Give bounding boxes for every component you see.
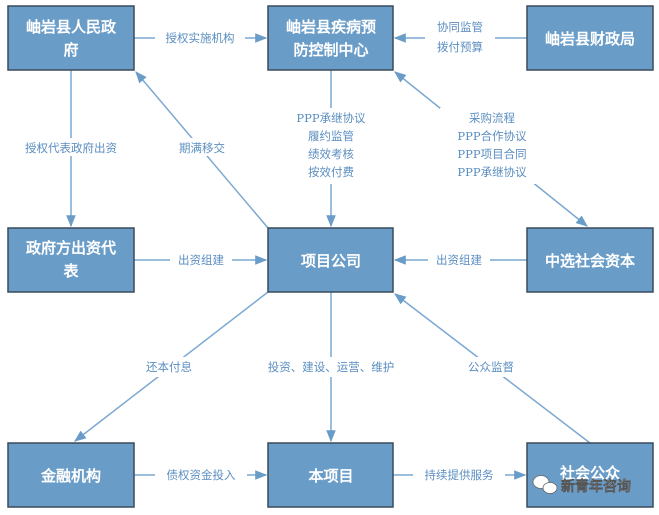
node-social-capital: 中选社会资本 xyxy=(526,227,654,293)
node-company: 项目公司 xyxy=(267,227,394,293)
node-bank: 金融机构 xyxy=(7,442,135,508)
node-social-capital-line1: 中选社会资本 xyxy=(545,252,635,270)
node-gov-line1: 岫岩县人民政 xyxy=(26,18,117,36)
node-cdc-line1: 岫岩县疾病预 xyxy=(286,18,376,36)
node-project-line1: 本项目 xyxy=(308,467,353,485)
node-bank-line1: 金融机构 xyxy=(40,467,101,485)
node-company-line1: 项目公司 xyxy=(301,252,361,270)
node-gov-line2: 府 xyxy=(63,41,78,59)
node-finance-line1: 岫岩县财政局 xyxy=(545,30,635,48)
label-company-bank: 还本付息 xyxy=(146,360,192,374)
node-gov-rep-line1: 政府方出资代 xyxy=(26,239,116,257)
label-cdc-social-4: PPP承继协议 xyxy=(457,165,527,179)
node-gov: 岫岩县人民政 府 xyxy=(7,5,135,71)
label-cdc-company-3: 绩效考核 xyxy=(308,147,354,161)
label-gov-cdc: 授权实施机构 xyxy=(166,31,235,45)
node-cdc: 岫岩县疾病预 防控制中心 xyxy=(267,5,394,71)
node-gov-rep-line2: 表 xyxy=(63,262,79,280)
label-company-project: 投资、建设、运营、维护 xyxy=(268,360,395,374)
edge-labels: 授权实施机构 协同监管 拨付预算 授权代表政府出资 期满移交 PPP承继协议 履… xyxy=(8,18,544,483)
label-finance-cdc-2: 拨付预算 xyxy=(437,40,483,54)
label-project-public: 持续提供服务 xyxy=(425,468,494,482)
wechat-icon xyxy=(532,475,558,494)
label-social-company: 出资组建 xyxy=(436,253,482,267)
watermark: 新青年咨询 xyxy=(532,475,631,495)
label-bank-project: 债权资金投入 xyxy=(167,468,236,482)
label-cdc-company-1: PPP承继协议 xyxy=(296,111,366,125)
label-company-gov: 期满移交 xyxy=(179,141,225,155)
node-public: 社会公众 xyxy=(526,442,654,508)
label-finance-cdc-1: 协同监管 xyxy=(437,20,483,34)
label-cdc-social-1: 采购流程 xyxy=(469,111,515,125)
label-cdc-social-2: PPP合作协议 xyxy=(457,129,527,143)
label-cdc-company-2: 履约监管 xyxy=(308,129,354,143)
label-rep-company: 出资组建 xyxy=(178,253,224,267)
label-cdc-company-4: 按效付费 xyxy=(308,165,354,179)
node-public-line1: 社会公众 xyxy=(559,464,620,482)
node-cdc-line2: 防控制中心 xyxy=(293,41,368,59)
label-gov-rep: 授权代表政府出资 xyxy=(25,141,117,155)
node-project: 本项目 xyxy=(267,442,394,508)
label-cdc-social-3: PPP项目合同 xyxy=(457,147,526,161)
node-finance: 岫岩县财政局 xyxy=(526,5,654,71)
label-public-company: 公众监督 xyxy=(468,360,514,374)
watermark-text: 新青年咨询 xyxy=(561,478,631,495)
node-gov-rep: 政府方出资代 表 xyxy=(7,227,135,293)
